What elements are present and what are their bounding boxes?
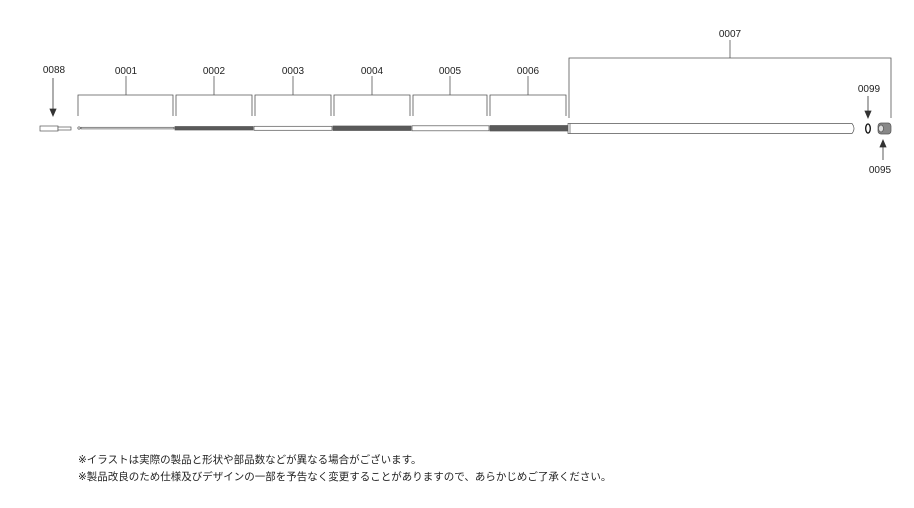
bracket-0001 — [77, 76, 174, 116]
label-0006: 0006 — [517, 66, 540, 77]
label-0003: 0003 — [282, 66, 305, 77]
label-0099: 0099 — [858, 84, 881, 95]
section-0004 — [332, 125, 412, 131]
note-illustration: ※イラストは実際の製品と形状や部品数などが異なる場合がございます。 — [78, 454, 422, 466]
disclaimer-notes: ※イラストは実際の製品と形状や部品数などが異なる場合がございます。 ※製品改良の… — [78, 452, 611, 486]
label-0095: 0095 — [869, 165, 892, 176]
label-0088: 0088 — [43, 65, 66, 76]
butt-section-0007 — [567, 123, 855, 134]
label-0005: 0005 — [439, 66, 462, 77]
bracket-0007 — [568, 40, 892, 118]
bracket-0003 — [254, 76, 332, 116]
tip-top — [77, 126, 81, 130]
tip-cap-0088 — [39, 125, 59, 132]
bracket-0006 — [489, 76, 567, 116]
bracket-0004 — [333, 76, 411, 116]
arrow-0095 — [879, 138, 887, 148]
section-0001 — [80, 126, 175, 130]
label-0007: 0007 — [719, 29, 742, 40]
arrow-0088 — [49, 108, 57, 118]
bracket-0005 — [412, 76, 488, 116]
label-0001: 0001 — [115, 66, 138, 77]
section-0006 — [489, 125, 569, 132]
arrow-0099 — [864, 110, 872, 120]
bracket-0002 — [175, 76, 253, 116]
section-0003 — [253, 125, 333, 131]
note-spec-change: ※製品改良のため仕様及びデザインの一部を予告なく変更することがありますので、あら… — [78, 471, 612, 483]
label-0004: 0004 — [361, 66, 384, 77]
label-0002: 0002 — [203, 66, 226, 77]
section-0005 — [411, 125, 490, 132]
section-0002 — [174, 126, 254, 131]
o-ring-0099 — [865, 123, 871, 134]
